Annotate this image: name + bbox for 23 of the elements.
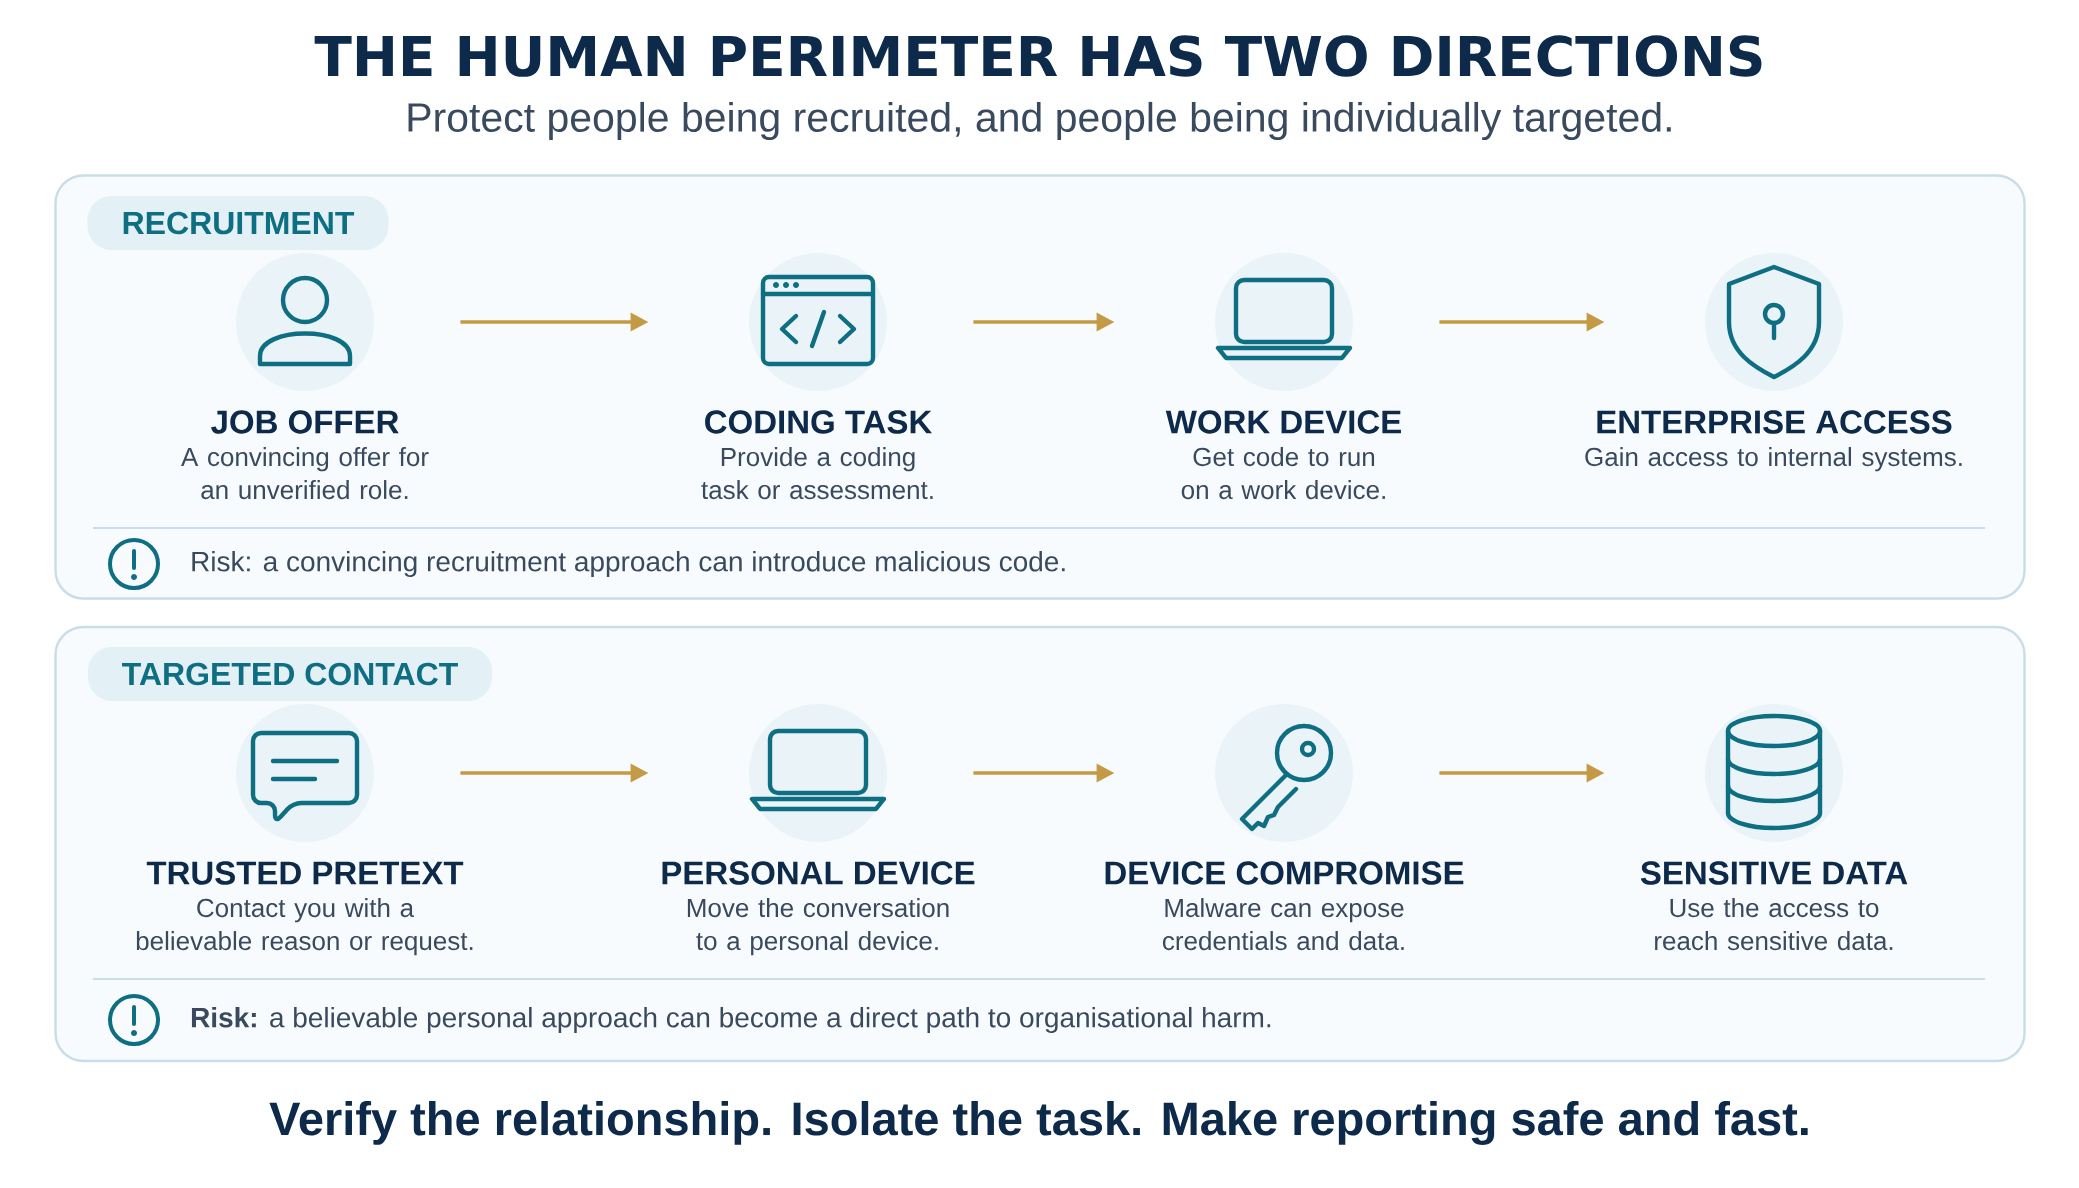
risk-note: Risk: a convincing recruitment approach can introduce malicious code. bbox=[192, 550, 1065, 578]
step-description: Malware can expose credentials and data. bbox=[1162, 898, 1404, 951]
step-description: Provide a coding task or assessment. bbox=[701, 447, 933, 500]
caption: Verify the relationship. Isolate the task. Make reporting safe and fast. bbox=[269, 1101, 1808, 1145]
step-description: Use the access to reach sensitive data. bbox=[1655, 898, 1893, 951]
risk-note: Risk: a believable personal approach can become a direct path to organisational harm. bbox=[191, 1006, 1271, 1034]
step-description: A convincing offer for an unverified role. bbox=[181, 447, 429, 500]
step-title: JOB OFFER bbox=[211, 410, 399, 434]
subtitle: Protect people being recruited, and people being individually targeted. bbox=[408, 101, 1671, 141]
step-title: DEVICE COMPROMISE bbox=[1105, 861, 1464, 885]
section-tag: TARGETED CONTACT bbox=[88, 647, 492, 701]
title: THE HUMAN PERIMETER HAS TWO DIRECTIONS bbox=[314, 35, 1762, 77]
step-description: Get code to run on a work device. bbox=[1181, 447, 1385, 500]
step-description: Move the conversation to a personal device. bbox=[687, 898, 949, 956]
step-title: WORK DEVICE bbox=[1165, 410, 1401, 434]
step-title: ENTERPRISE ACCESS bbox=[1597, 410, 1952, 434]
step-title: CODING TASK bbox=[705, 410, 932, 434]
step-title: SENSITIVE DATA bbox=[1640, 861, 1908, 885]
step-title: TRUSTED PRETEXT bbox=[146, 861, 464, 885]
step-description: Contact you with a believable reason or request. bbox=[136, 898, 473, 956]
step-description: Gain access to internal systems. bbox=[1585, 447, 1962, 472]
step-title: PERSONAL DEVICE bbox=[662, 861, 975, 885]
section-tag: RECRUITMENT bbox=[87, 196, 389, 250]
